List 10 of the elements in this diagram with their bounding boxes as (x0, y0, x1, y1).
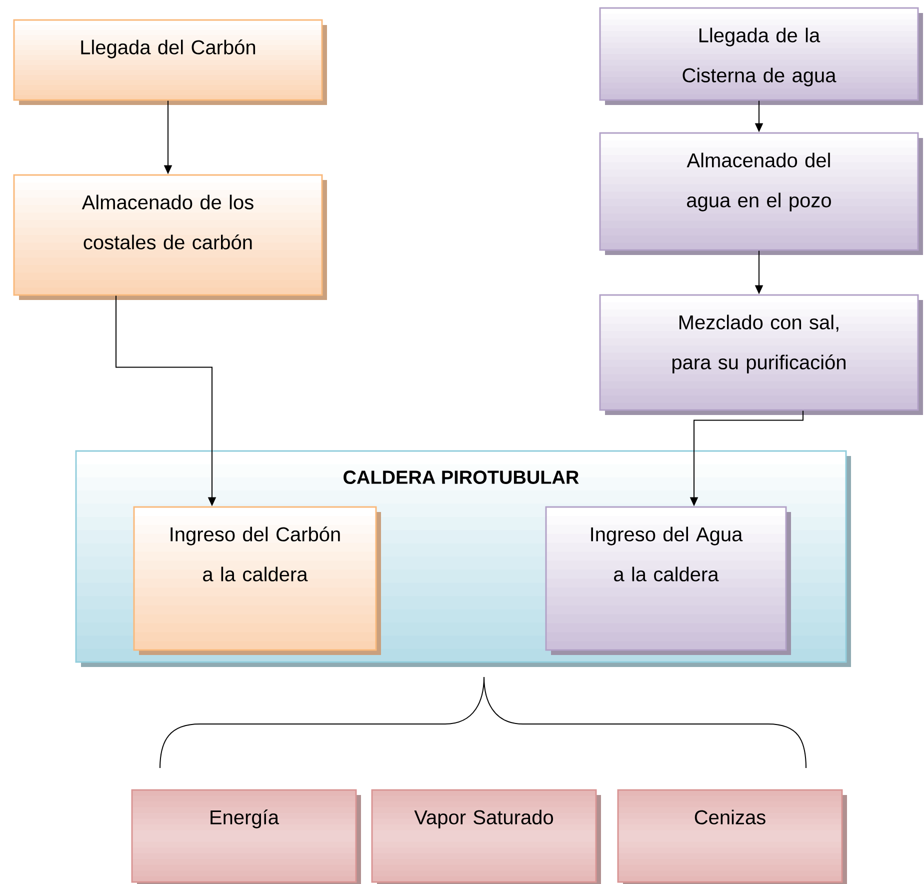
process-box: Llegada de la Cisterna de agua (599, 7, 923, 105)
process-box: Almacenado del agua en el pozo (599, 132, 923, 255)
process-box: Vapor Saturado (371, 789, 601, 884)
process-box: Almacenado de los costales de carbón (13, 174, 327, 300)
process-box: Cenizas (617, 789, 847, 884)
process-box: Ingreso del Carbón a la caldera (133, 506, 381, 655)
process-box: Energía (131, 789, 361, 884)
process-box: Mezclado con sal, para su purificación (599, 294, 923, 415)
process-box: Llegada del Carbón (13, 19, 327, 105)
process-box: Ingreso del Agua a la caldera (545, 506, 791, 655)
